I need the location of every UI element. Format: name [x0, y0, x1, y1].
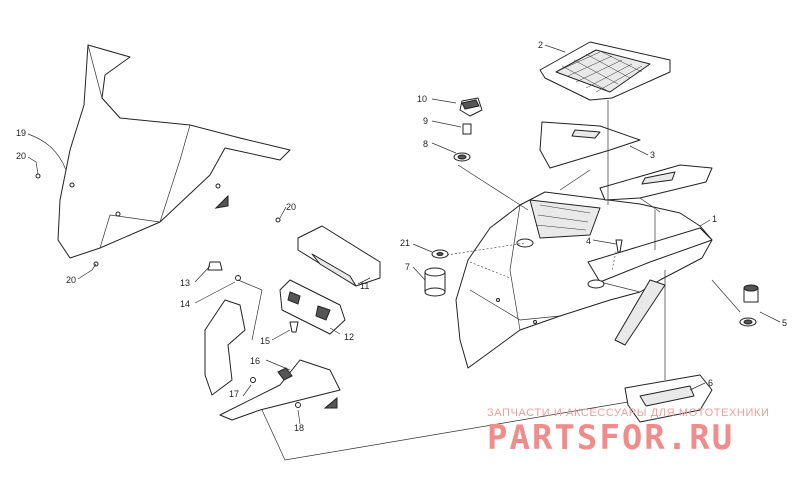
- callout-15: 15: [260, 336, 270, 346]
- hood-assembly: [455, 191, 713, 369]
- callout-18: 18: [294, 423, 304, 433]
- callout-8: 8: [423, 139, 428, 149]
- screw-part: [615, 239, 623, 253]
- bottom-tray: [624, 374, 713, 423]
- callout-9: 9: [423, 116, 428, 126]
- leader-lines: [27, 44, 781, 461]
- watermark-tagline: ЗАПЧАСТИ И АКСЕССУАРЫ ДЛЯ МОТОТЕХНИКИ: [487, 407, 770, 419]
- callout-19: 19: [16, 128, 26, 138]
- assembly-lines: [446, 100, 741, 380]
- cylinder-part: [424, 249, 449, 297]
- callout-7: 7: [405, 262, 410, 272]
- side-panels: [539, 121, 713, 201]
- callout-13: 13: [180, 278, 190, 288]
- callout-11: 11: [360, 281, 369, 291]
- callout-14: 14: [180, 299, 190, 309]
- watermark-brand: PARTSFOR.RU: [487, 418, 735, 458]
- callout-17: 17: [229, 389, 239, 399]
- callout-21: 21: [400, 238, 410, 248]
- knob-stack: [453, 97, 483, 162]
- callout-labels: 1 2 3 4 5 6 7 8 9 10 11 12 13 14 15 16 1…: [16, 40, 787, 433]
- windshield: [57, 44, 291, 259]
- callout-16: 16: [250, 356, 260, 366]
- mesh-grille: [539, 41, 671, 101]
- callout-20-bottom: 20: [66, 275, 76, 285]
- callout-10: 10: [417, 94, 427, 104]
- callout-5: 5: [782, 318, 787, 328]
- callout-4: 4: [586, 236, 591, 246]
- callout-1: 1: [712, 214, 717, 224]
- callout-3: 3: [650, 150, 655, 160]
- callout-20-left: 20: [16, 151, 26, 161]
- gauge-housing: [297, 225, 381, 287]
- mount-bracket: [279, 279, 346, 335]
- switch-part: [739, 284, 759, 327]
- callout-12: 12: [344, 332, 354, 342]
- callout-20-right: 20: [286, 202, 296, 212]
- callout-2: 2: [538, 40, 543, 50]
- support-frame: [204, 299, 341, 421]
- callout-6: 6: [708, 378, 713, 388]
